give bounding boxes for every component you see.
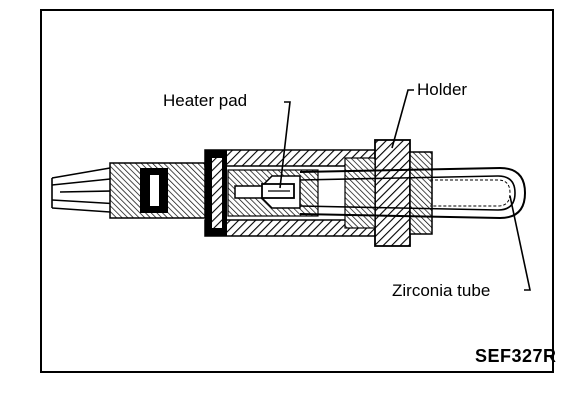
leader-lines	[279, 89, 531, 291]
zirconia-tube	[299, 166, 527, 220]
holder-nut	[344, 139, 433, 247]
heater-pad-label: Heater pad	[163, 91, 248, 110]
zirconia-tube-leader	[509, 195, 531, 291]
holder-label: Holder	[417, 80, 468, 99]
figure-code: SEF327R	[475, 346, 557, 366]
wire-harness-grommet	[109, 162, 206, 219]
figure-frame	[40, 9, 554, 373]
heater-pad-element	[261, 183, 295, 199]
heater-pad-leader	[279, 101, 291, 189]
holder-leader	[391, 89, 414, 149]
zirconia-tube-label: Zirconia tube	[392, 281, 491, 300]
